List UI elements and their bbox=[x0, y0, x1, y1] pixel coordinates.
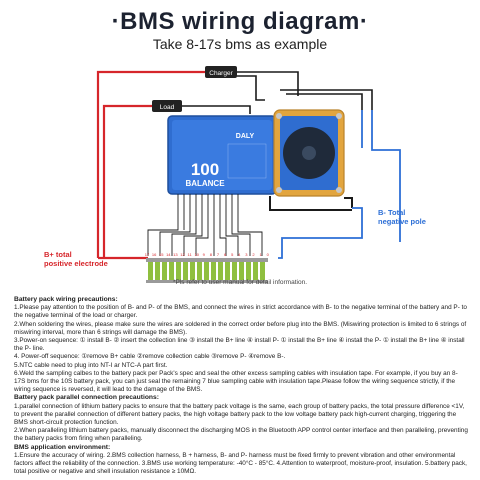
load-box: Load bbox=[152, 100, 182, 112]
wire-number-label: 0 bbox=[267, 252, 270, 257]
ntc-wire bbox=[280, 89, 373, 110]
load-positive-wire bbox=[102, 104, 152, 258]
b-plus-label-line2: positive electrode bbox=[44, 259, 108, 268]
wire-number-label: 17 bbox=[145, 252, 150, 257]
black-wires bbox=[182, 71, 373, 114]
battery-cell bbox=[253, 262, 258, 280]
battery-cell bbox=[211, 262, 216, 280]
battery-cell bbox=[197, 262, 202, 280]
wire-number-label: 11 bbox=[188, 252, 193, 257]
charger-negative-wire bbox=[237, 71, 299, 96]
b-minus-connector bbox=[344, 197, 353, 208]
wire-number-label: 6 bbox=[224, 252, 227, 257]
page-title: ·BMS wiring diagram· bbox=[111, 8, 369, 35]
wire-number-label: 9 bbox=[203, 252, 206, 257]
wire-number-label: 8 bbox=[210, 252, 213, 257]
b-minus-wire bbox=[278, 110, 401, 259]
battery-cell bbox=[260, 262, 265, 280]
battery-cell bbox=[246, 262, 251, 280]
wiring-item: 5.NTC cable need to plug into NT-I ar NT… bbox=[14, 361, 168, 369]
bms-terminal-wires bbox=[269, 196, 353, 211]
battery-cell bbox=[190, 262, 195, 280]
parallel-item: 1.parallel connection of lithium battery… bbox=[14, 402, 465, 427]
page-subtitle: Take 8-17s bms as example bbox=[152, 36, 328, 52]
instructions-section: Battery pack wiring precautions: 1.Pleas… bbox=[14, 296, 468, 476]
parallel-precautions-title: Battery pack parallel connection precaut… bbox=[14, 394, 159, 402]
b-minus-label-line1: B- Total bbox=[378, 208, 406, 217]
parallel-item: 2.When paralleling lithium battery packs… bbox=[14, 427, 468, 443]
battery-cell bbox=[183, 262, 188, 280]
battery-cell bbox=[204, 262, 209, 280]
environment-title: BMS application environment: bbox=[14, 443, 111, 451]
battery-cell bbox=[225, 262, 230, 280]
battery-cell bbox=[169, 262, 174, 280]
battery-cell bbox=[162, 262, 167, 280]
product-number: 100 bbox=[191, 160, 219, 179]
wire-number-label: 3 bbox=[245, 252, 248, 257]
wire-number-label: 5 bbox=[231, 252, 234, 257]
brand-logo: DALY bbox=[236, 133, 255, 140]
wiring-diagram-svg: Charger Load 100 BALANCE DALY bbox=[96, 66, 401, 283]
charger-p-wire bbox=[237, 75, 265, 101]
load-negative-wire bbox=[182, 105, 251, 114]
wire-number-label: 7 bbox=[217, 252, 220, 257]
p-minus-wire bbox=[269, 196, 352, 211]
wiring-diagram: Charger Load 100 BALANCE DALY bbox=[0, 58, 480, 298]
charger-label: Charger bbox=[209, 70, 233, 77]
battery-pack bbox=[146, 258, 268, 283]
wire-number-label: 15 bbox=[159, 252, 164, 257]
b-plus-label-line1: B+ total bbox=[44, 250, 72, 259]
battery-cell bbox=[218, 262, 223, 280]
wiring-item: 4. Power-off sequence: ①remove B+ cable … bbox=[14, 353, 286, 361]
battery-cell bbox=[155, 262, 160, 280]
wire-number-label: 12 bbox=[180, 252, 185, 257]
b-minus-label: B- Total negative pole bbox=[378, 208, 426, 226]
heatsink bbox=[273, 109, 345, 197]
charger-box: Charger bbox=[205, 66, 237, 78]
busbar-bottom bbox=[146, 280, 268, 283]
charger-positive-wire bbox=[96, 70, 205, 258]
sampling-harness bbox=[147, 194, 263, 256]
battery-cell bbox=[148, 262, 153, 280]
red-wires bbox=[96, 70, 205, 260]
wire-number-label: 14 bbox=[166, 252, 171, 257]
wiring-item: 3.Power-on sequence: ① install B- ② inse… bbox=[14, 337, 465, 353]
busbar-top bbox=[146, 258, 268, 262]
load-label: Load bbox=[160, 104, 175, 111]
bms-unit: 100 BALANCE DALY bbox=[167, 115, 277, 195]
wire-number-label: 16 bbox=[152, 252, 157, 257]
battery-cell bbox=[176, 262, 181, 280]
wire-number-label: 4 bbox=[238, 252, 241, 257]
battery-cell bbox=[239, 262, 244, 280]
wire-number-label: 1 bbox=[259, 252, 262, 257]
product-name: BALANCE bbox=[185, 179, 225, 188]
battery-cell bbox=[232, 262, 237, 280]
b-minus-label-line2: negative pole bbox=[378, 217, 426, 226]
b-plus-label: B+ total positive electrode bbox=[44, 250, 108, 268]
wire-number-label: 13 bbox=[173, 252, 178, 257]
wire-number-label: 2 bbox=[252, 252, 255, 257]
ntc-wire-2 bbox=[286, 93, 363, 110]
environment-item: 1.Ensure the accuracy of wiring. 2.BMS c… bbox=[14, 451, 467, 476]
wiring-precautions-title: Battery pack wiring precautions: bbox=[14, 296, 118, 303]
wire-number-label: 10 bbox=[194, 252, 199, 257]
wiring-item: 2.When soldering the wires, please make … bbox=[14, 320, 467, 336]
manual-note: *Pls refer to user manual for detail inf… bbox=[172, 279, 308, 286]
wiring-item: 1.Please pay attention to the position o… bbox=[14, 304, 467, 320]
wiring-item: 6.Weld the sampling calbes to the batter… bbox=[14, 369, 458, 394]
